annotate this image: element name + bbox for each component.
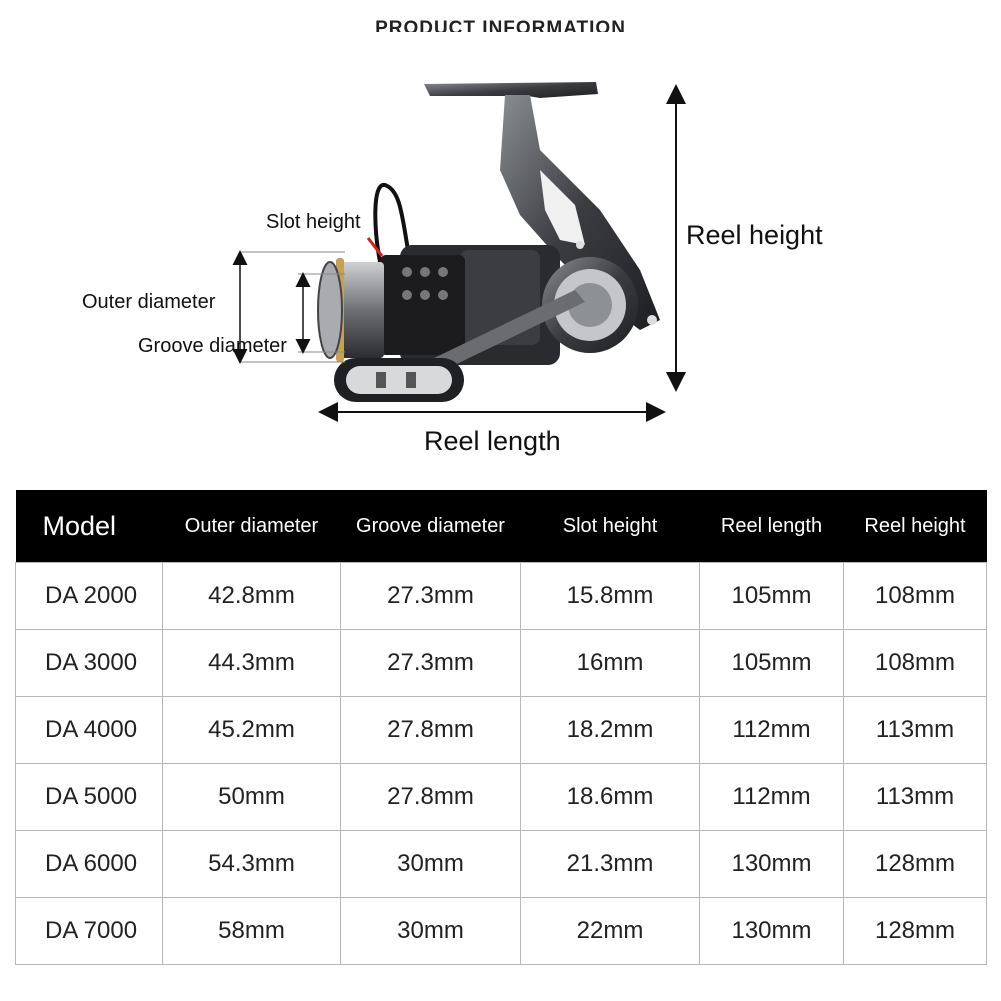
outer-diameter-label: Outer diameter — [82, 291, 216, 313]
cell-model: DA 2000 — [15, 562, 163, 630]
cell-outer-diameter: 50mm — [162, 763, 341, 831]
cell-reel-height: 113mm — [843, 763, 987, 831]
cell-reel-length: 105mm — [699, 629, 844, 697]
cell-slot-height: 18.6mm — [520, 763, 700, 831]
column-header-model: Model — [15, 490, 163, 563]
slot-height-label: Slot height — [266, 211, 361, 233]
fishing-reel-illustration — [317, 82, 660, 402]
cell-reel-height: 113mm — [843, 696, 987, 764]
cell-groove-diameter: 27.8mm — [340, 763, 521, 831]
column-header-reel-length: Reel length — [699, 490, 844, 563]
cell-reel-length: 130mm — [699, 830, 844, 898]
cell-outer-diameter: 42.8mm — [162, 562, 341, 630]
table-row: DA 2000 42.8mm 27.3mm 15.8mm 105mm 108mm — [15, 562, 987, 630]
cell-outer-diameter: 58mm — [162, 897, 341, 965]
cell-model: DA 3000 — [15, 629, 163, 697]
cell-outer-diameter: 44.3mm — [162, 629, 341, 697]
table-row: DA 5000 50mm 27.8mm 18.6mm 112mm 113mm — [15, 763, 987, 831]
cell-reel-height: 128mm — [843, 897, 987, 965]
cell-slot-height: 21.3mm — [520, 830, 700, 898]
table-row: DA 3000 44.3mm 27.3mm 16mm 105mm 108mm — [15, 629, 987, 697]
column-header-outer-diameter: Outer diameter — [162, 490, 341, 563]
cell-reel-height: 108mm — [843, 562, 987, 630]
cell-reel-length: 112mm — [699, 763, 844, 831]
cell-model: DA 5000 — [15, 763, 163, 831]
cell-slot-height: 16mm — [520, 629, 700, 697]
cell-reel-length: 130mm — [699, 897, 844, 965]
cell-slot-height: 18.2mm — [520, 696, 700, 764]
cell-groove-diameter: 27.3mm — [340, 562, 521, 630]
cell-reel-length: 112mm — [699, 696, 844, 764]
groove-diameter-label: Groove diameter — [138, 335, 287, 357]
column-header-reel-height: Reel height — [843, 490, 987, 563]
reel-length-label: Reel length — [424, 426, 561, 456]
cell-groove-diameter: 27.3mm — [340, 629, 521, 697]
column-header-groove-diameter: Groove diameter — [340, 490, 521, 563]
cell-groove-diameter: 27.8mm — [340, 696, 521, 764]
cell-reel-length: 105mm — [699, 562, 844, 630]
reel-height-label: Reel height — [686, 220, 823, 250]
cell-model: DA 7000 — [15, 897, 163, 965]
cell-model: DA 4000 — [15, 696, 163, 764]
table-row: DA 4000 45.2mm 27.8mm 18.2mm 112mm 113mm — [15, 696, 987, 764]
page-title: PRODUCT INFORMATION — [375, 18, 626, 32]
table-header-row: Model Outer diameter Groove diameter Slo… — [15, 490, 987, 563]
cell-outer-diameter: 45.2mm — [162, 696, 341, 764]
spec-table: Model Outer diameter Groove diameter Slo… — [15, 490, 987, 965]
table-row: DA 7000 58mm 30mm 22mm 130mm 128mm — [15, 897, 987, 965]
cell-reel-height: 128mm — [843, 830, 987, 898]
column-header-slot-height: Slot height — [520, 490, 700, 563]
reel-diagram: Slot height Outer diameter Groove diamet… — [82, 82, 823, 456]
cell-groove-diameter: 30mm — [340, 830, 521, 898]
cell-outer-diameter: 54.3mm — [162, 830, 341, 898]
dimension-lines — [232, 84, 686, 422]
cell-model: DA 6000 — [15, 830, 163, 898]
table-row: DA 6000 54.3mm 30mm 21.3mm 130mm 128mm — [15, 830, 987, 898]
cell-reel-height: 108mm — [843, 629, 987, 697]
cell-groove-diameter: 30mm — [340, 897, 521, 965]
cell-slot-height: 22mm — [520, 897, 700, 965]
cell-slot-height: 15.8mm — [520, 562, 700, 630]
